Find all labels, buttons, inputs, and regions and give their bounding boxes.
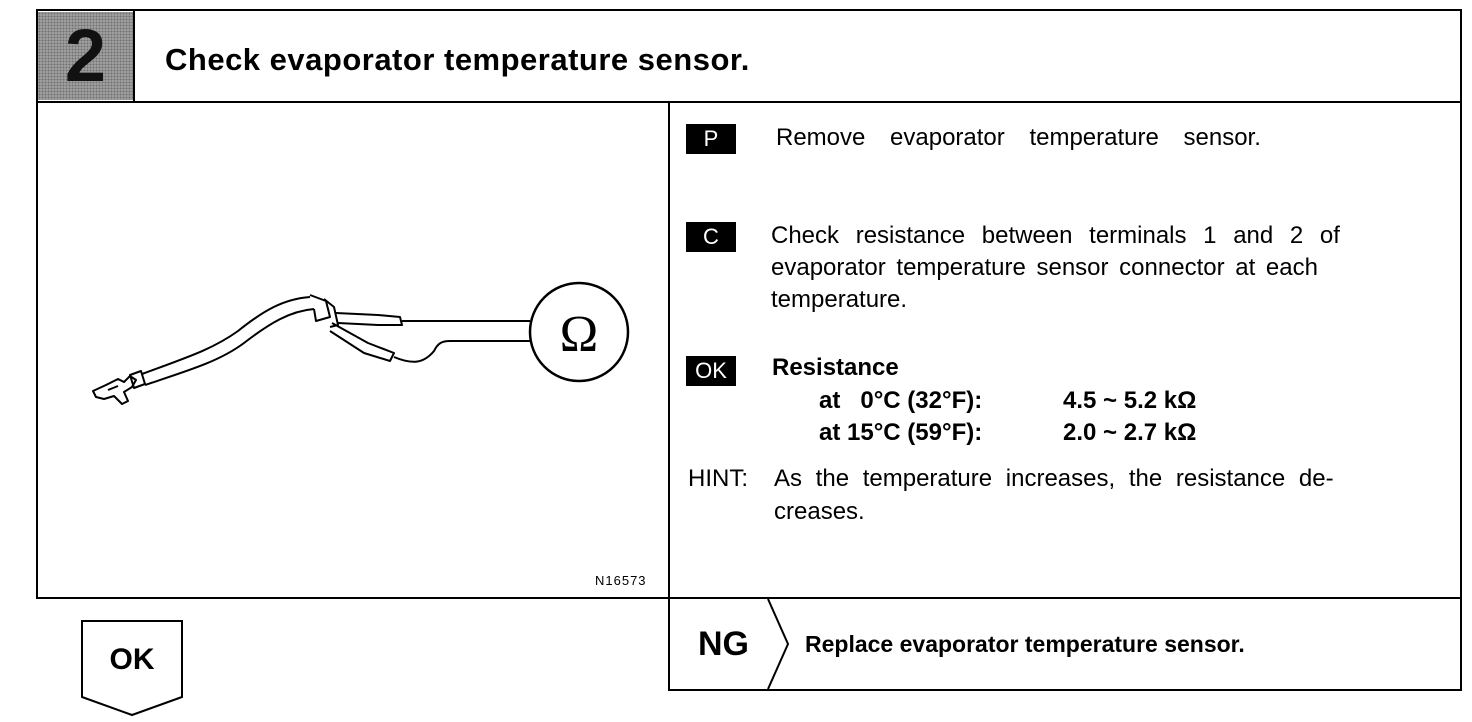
step-number: 2 (64, 14, 107, 97)
step-header-frame (36, 9, 1462, 103)
tag-ok-label: OK (695, 358, 727, 383)
ok-result-arrow (81, 620, 183, 717)
spec-row-value-1: 4.5 ~ 5.2 kΩ (1063, 387, 1197, 414)
instruction-p-text: Remove evaporator temperature sensor. (776, 124, 1261, 151)
ng-action: Replace evaporator temperature sensor. (805, 631, 1245, 657)
spec-heading: Resistance (772, 354, 899, 381)
spec-row-cond-1: at 0°C (32°F): (819, 387, 983, 414)
instruction-c-line2: evaporator temperature sensor connector … (771, 254, 1318, 281)
ng-box-bottom-rule (668, 689, 1462, 691)
panel-bottom-rule (36, 597, 1462, 599)
right-panel-border-right (1460, 101, 1462, 691)
hint-label: HINT: (688, 465, 748, 492)
step-number-badge: 2 (38, 12, 133, 100)
spec-row-value-2: 2.0 ~ 2.7 kΩ (1063, 419, 1197, 446)
sensor-illustration: Ω (92, 281, 630, 405)
hint-line1: As the temperature increases, the resist… (774, 465, 1334, 492)
panel-divider (668, 101, 670, 691)
instruction-c-line3: temperature. (771, 286, 908, 313)
spec-row-cond-2: at 15°C (59°F): (819, 419, 983, 446)
ng-label: NG (698, 625, 749, 663)
ng-chevron (767, 599, 790, 689)
instruction-c-line1: Check resistance between terminals 1 and… (771, 222, 1340, 249)
sensor-probe-icon (92, 294, 530, 405)
tag-c: C (686, 222, 736, 252)
tag-p-label: P (703, 126, 719, 151)
left-panel-border-left (36, 101, 38, 599)
tag-c-label: C (703, 224, 719, 249)
ohmmeter-icon: Ω (528, 281, 630, 383)
tag-p: P (686, 124, 736, 154)
badge-divider (133, 9, 135, 103)
hint-line2: creases. (774, 498, 865, 525)
tag-ok: OK (686, 356, 736, 386)
ohm-symbol: Ω (560, 306, 599, 363)
figure-code: N16573 (595, 573, 647, 588)
ok-result-label: OK (109, 643, 155, 676)
step-title: Check evaporator temperature sensor. (165, 42, 750, 77)
